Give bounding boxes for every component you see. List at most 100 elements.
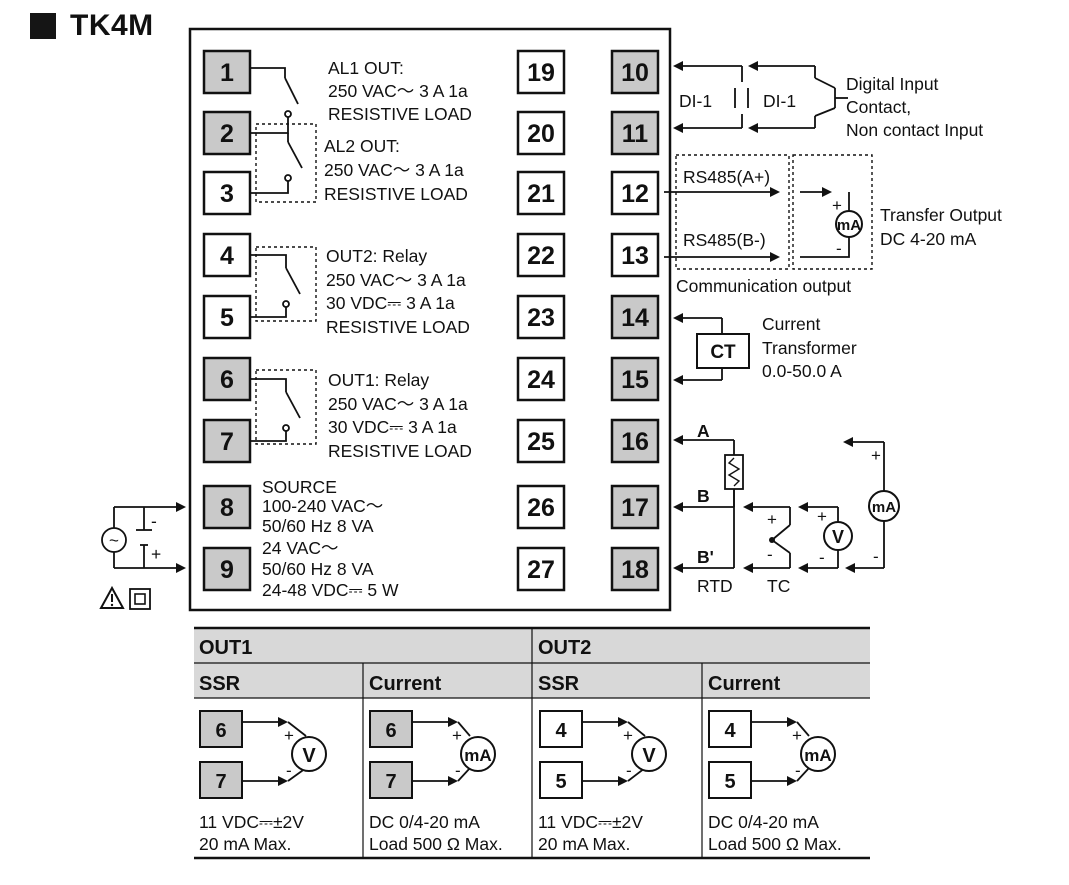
volt-minus: - <box>819 548 825 567</box>
cell4-ammeter-icon <box>800 736 836 772</box>
al2-relay-symbol <box>250 133 303 194</box>
terminal-3-label: 3 <box>220 180 234 208</box>
digital-input-label3: Non contact Input <box>846 120 983 140</box>
al2-rating: 250 VAC～ 3 A 1a <box>324 160 464 180</box>
terminal-10: 10 <box>610 49 660 95</box>
rtd-b-label: B <box>697 486 710 506</box>
ammeter-icon <box>868 490 900 522</box>
dc-plus-label: + <box>151 544 161 564</box>
output-table: OUT1 OUT2 SSR Current SSR Current <box>194 626 870 860</box>
transfer-label1: Transfer Output <box>880 205 1002 225</box>
cell2-meter-label: mA <box>464 746 491 765</box>
volt-plus: + <box>817 507 827 526</box>
cell1-top-terminal: 6 <box>215 720 226 742</box>
digital-input-label2: Contact, <box>846 97 911 117</box>
ac-source-icon <box>101 527 127 553</box>
terminal-1-label: 1 <box>220 59 234 87</box>
comm-output-label: Communication output <box>676 276 851 296</box>
digital-input-wiring <box>673 61 848 133</box>
cell3-minus: - <box>626 761 632 780</box>
digital-input-label1: Digital Input <box>846 74 939 94</box>
terminal-5-label: 5 <box>220 304 234 332</box>
source-title: SOURCE <box>262 477 337 497</box>
al1-relay-symbol <box>250 67 299 134</box>
rtd-b-prime-label: B' <box>697 547 714 567</box>
cell4-meter-label: mA <box>804 746 831 765</box>
terminal-18-label: 18 <box>621 556 649 584</box>
terminal-2-label: 2 <box>220 120 234 148</box>
terminal-11-label: 11 <box>622 120 649 148</box>
cell4-plus: + <box>792 726 802 745</box>
terminal-9: 9 <box>202 546 252 592</box>
table-cell-out2-current: 4 5 mA + - DC 0/4-20 mA Load 500 Ω Max. <box>708 710 842 854</box>
transfer-ammeter-icon <box>835 210 863 238</box>
terminal-10-label: 10 <box>621 59 649 87</box>
terminal-12: 12 <box>610 170 660 216</box>
terminal-23-label: 23 <box>527 304 555 332</box>
ct-label2: Transformer <box>762 338 857 358</box>
cell4-top-terminal: 4 <box>724 720 736 742</box>
out2-rating-ac: 250 VAC～ 3 A 1a <box>326 270 466 290</box>
terminal-2: 2 <box>202 110 252 156</box>
double-insulation-icon <box>129 588 151 610</box>
table-out1-header: OUT1 <box>199 637 252 659</box>
title-square-icon <box>30 13 56 39</box>
cell4-note2: Load 500 Ω Max. <box>708 834 842 854</box>
cell1-plus: + <box>284 726 294 745</box>
terminal-27-label: 27 <box>527 556 555 584</box>
cell1-bottom-terminal: 7 <box>215 771 226 793</box>
al1-rating: 250 VAC～ 3 A 1a <box>328 81 468 101</box>
terminal-16-label: 16 <box>621 428 649 456</box>
out1-title: OUT1: Relay <box>328 370 429 390</box>
table-ssr-header-2: SSR <box>538 673 580 695</box>
rs485-b-label: RS485(B-) <box>683 230 766 250</box>
terminal-19-label: 19 <box>527 59 555 87</box>
terminal-11: 11 <box>610 110 660 156</box>
cell3-voltmeter-icon <box>631 736 667 772</box>
terminal-26: 26 <box>516 484 566 530</box>
warning-icon <box>99 585 125 609</box>
source-line5: 24-48 VDC⎓ 5 W <box>262 580 399 600</box>
terminal-22-label: 22 <box>527 242 555 270</box>
terminal-8: 8 <box>202 484 252 530</box>
terminal-18: 18 <box>610 546 660 592</box>
cell1-minus: - <box>286 761 292 780</box>
rtd-label: RTD <box>697 576 733 596</box>
tc-plus: + <box>767 510 777 529</box>
terminal-15: 15 <box>610 356 660 402</box>
rs485-a-label: RS485(A+) <box>683 167 770 187</box>
table-ssr-header-1: SSR <box>199 673 241 695</box>
terminal-21: 21 <box>516 170 566 216</box>
al2-dotted-box <box>255 123 317 203</box>
volt-meter-label: V <box>832 527 844 547</box>
out1-dotted-box <box>255 369 317 445</box>
terminal-23: 23 <box>516 294 566 340</box>
sensor-wiring <box>673 435 885 573</box>
cell2-note2: Load 500 Ω Max. <box>369 834 503 854</box>
cell3-top-terminal: 4 <box>555 720 567 742</box>
transfer-minus: - <box>836 239 842 258</box>
source-line4: 50/60 Hz 8 VA <box>262 559 374 579</box>
controller-body <box>188 27 672 612</box>
comm-arrows <box>664 187 850 262</box>
terminal-13-label: 13 <box>621 242 649 270</box>
dc-minus-label: - <box>151 511 157 531</box>
cell4-minus: - <box>795 761 801 780</box>
cell1-note1: 11 VDC⎓±2V <box>199 812 304 832</box>
page-title: TK4M <box>30 8 154 44</box>
table-cell-out1-current: 6 7 mA + - DC 0/4-20 mA Load 500 Ω Max. <box>369 710 503 854</box>
tc-junction <box>769 537 775 543</box>
cell4-note1: DC 0/4-20 mA <box>708 812 819 832</box>
terminal-8-label: 8 <box>220 494 234 522</box>
cell2-plus: + <box>452 726 462 745</box>
tc-label: TC <box>767 576 790 596</box>
cell4-bottom-terminal: 5 <box>724 771 735 793</box>
di-left-label: DI-1 <box>679 91 712 111</box>
out1-rating-ac: 250 VAC～ 3 A 1a <box>328 394 468 414</box>
voltmeter-icon <box>823 521 853 551</box>
ma-meter-label: mA <box>872 499 896 516</box>
terminal-14-label: 14 <box>621 304 649 332</box>
terminal-20: 20 <box>516 110 566 156</box>
terminal-24: 24 <box>516 356 566 402</box>
